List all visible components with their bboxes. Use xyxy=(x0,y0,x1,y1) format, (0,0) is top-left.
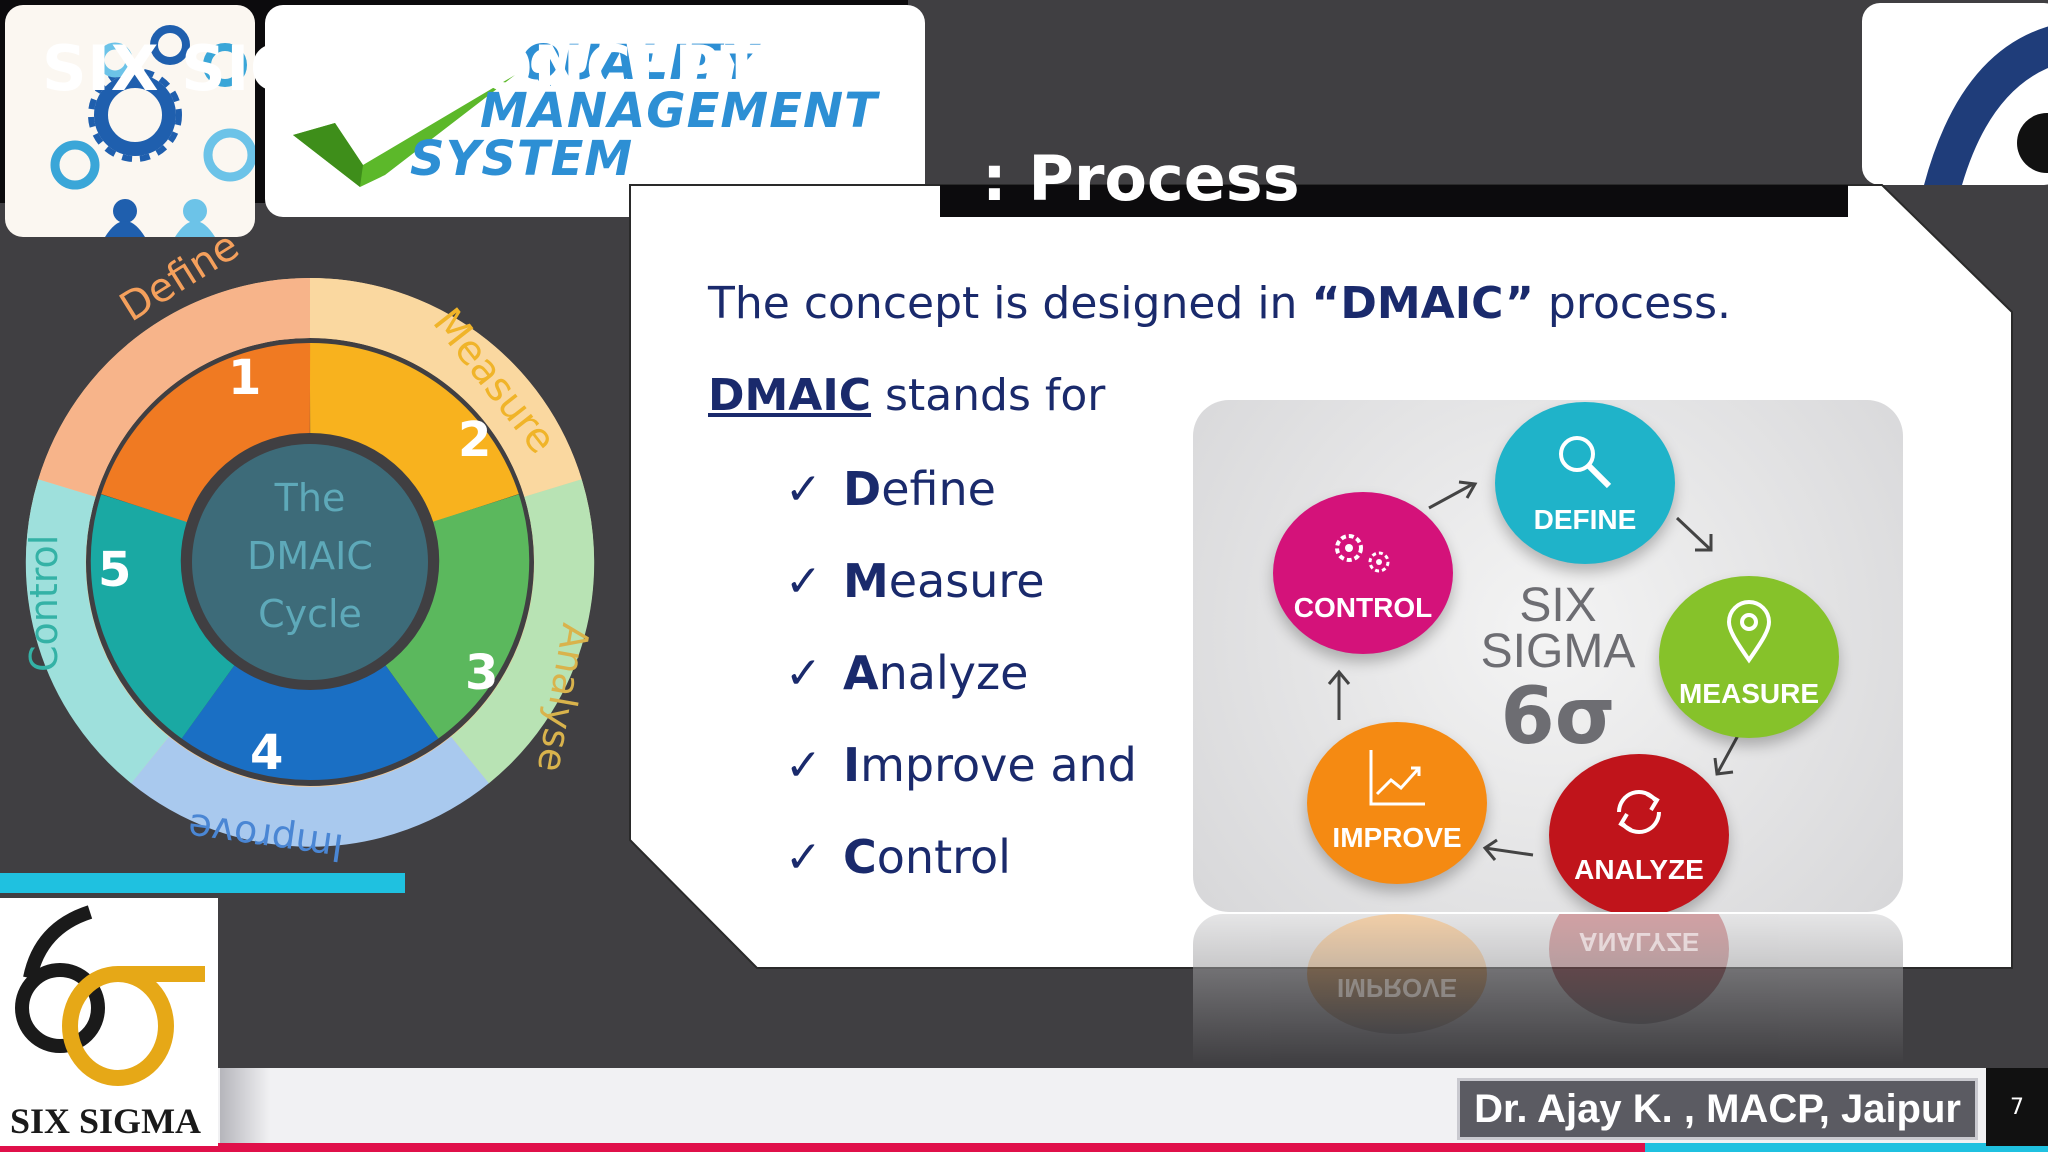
circle-measure: MEASURE xyxy=(1659,576,1839,738)
reflection-label-analyze: ANALYZE xyxy=(1578,927,1700,957)
growth-chart-icon xyxy=(1369,750,1425,806)
item-rest: nalyze xyxy=(878,646,1029,700)
circle-measure-label: MEASURE xyxy=(1678,678,1819,709)
item-initial: M xyxy=(843,554,889,608)
six-sigma-logo: SIX SIGMA xyxy=(0,898,218,1146)
check-icon: ✓ xyxy=(785,463,822,515)
gears-icon xyxy=(1335,534,1390,573)
intro-suffix: process. xyxy=(1533,278,1731,329)
item-rest: mprove and xyxy=(860,738,1137,792)
arc-logo-icon xyxy=(1924,26,2048,185)
qms-banner: QUALITY MANAGEMENT SYSTEM xyxy=(265,5,925,217)
footer-cyan-line xyxy=(1645,1143,2048,1152)
sigma-logo-icon xyxy=(15,905,205,1086)
wheel-center-line2: DMAIC xyxy=(247,534,373,578)
check-icon: ✓ xyxy=(785,555,822,607)
author-label: Dr. Ajay K. , MACP, Jaipur xyxy=(1457,1078,1978,1140)
gears-icon xyxy=(50,25,255,237)
wheel-step-3: 3 xyxy=(465,645,499,701)
list-item: ✓ Control xyxy=(785,830,1011,884)
graphic-center-symbol: 6σ xyxy=(1500,672,1616,762)
qms-line2: MANAGEMENT xyxy=(480,83,878,139)
circle-define-label: DEFINE xyxy=(1533,504,1637,535)
check-icon: ✓ xyxy=(785,647,822,699)
gears-image xyxy=(5,5,255,237)
footer-shadow xyxy=(220,1068,270,1146)
page-title: SIX SIGMA CONCEPTS xyxy=(42,32,809,105)
item-rest: easure xyxy=(888,554,1045,608)
dmaic-wheel xyxy=(25,278,595,847)
stands-rest: stands for xyxy=(871,370,1106,421)
reflection-label-improve: IMPROVE xyxy=(1337,973,1457,1003)
check-icon: ✓ xyxy=(785,831,822,883)
item-initial: I xyxy=(843,738,861,792)
intro-bold: “DMAIC” xyxy=(1311,278,1534,329)
wheel-center-line1: The xyxy=(274,476,346,520)
graphic-reflection: IMPROVE ANALYZE xyxy=(1193,914,1903,1064)
item-rest: efine xyxy=(881,462,996,516)
magnifier-icon xyxy=(1559,436,1612,489)
item-initial: D xyxy=(843,462,882,516)
checkmark-logo-icon xyxy=(293,75,515,187)
wheel-step-5: 5 xyxy=(98,542,132,598)
circle-improve-label: IMPROVE xyxy=(1332,822,1462,853)
circle-define: DEFINE xyxy=(1495,402,1675,564)
item-initial: A xyxy=(843,646,879,700)
wheel-center xyxy=(192,444,428,680)
wheel-step-4: 4 xyxy=(250,725,284,781)
wheel-step-2: 2 xyxy=(458,412,492,468)
intro-text: The concept is designed in “DMAIC” proce… xyxy=(708,278,1731,329)
partial-logo-image xyxy=(1862,3,2048,185)
item-rest: ontrol xyxy=(876,830,1011,884)
stands-bold: DMAIC xyxy=(708,370,872,421)
accent-bar xyxy=(0,873,405,893)
item-initial: C xyxy=(843,830,877,884)
circle-improve: IMPROVE xyxy=(1307,722,1487,884)
cycle-arrows xyxy=(1327,480,1743,861)
wheel-center-line3: Cycle xyxy=(258,592,362,636)
page-subtitle: : Process xyxy=(982,142,1300,215)
list-item: ✓ Improve and xyxy=(785,738,1137,792)
intro-prefix: The concept is designed in xyxy=(708,278,1312,329)
circle-analyze-label: ANALYZE xyxy=(1574,854,1704,885)
location-pin-icon xyxy=(1726,600,1772,664)
list-item: ✓ Define xyxy=(785,462,996,516)
logo-text: SIX SIGMA xyxy=(10,1101,202,1141)
wheel-label-control: Control xyxy=(22,534,66,672)
list-item: ✓ Measure xyxy=(785,554,1045,608)
list-item: ✓ Analyze xyxy=(785,646,1028,700)
circle-analyze: ANALYZE xyxy=(1549,754,1729,912)
stands-for-text: DMAIC stands for xyxy=(708,370,1105,421)
wheel-step-1: 1 xyxy=(228,350,262,406)
circle-control-label: CONTROL xyxy=(1293,592,1433,623)
circle-control: CONTROL xyxy=(1273,492,1453,654)
qms-line3: SYSTEM xyxy=(410,131,634,187)
graphic-center-sigma: SIGMA xyxy=(1480,625,1636,678)
refresh-icon xyxy=(1617,790,1661,834)
qms-line1: QUALITY xyxy=(520,35,758,91)
page-number: 7 xyxy=(1986,1068,2048,1146)
title-box-lower xyxy=(940,185,1848,217)
check-icon: ✓ xyxy=(785,739,822,791)
footer-red-line xyxy=(0,1143,1645,1152)
six-sigma-graphic: DEFINE MEASURE ANALYZE IMPROVE CONTROL S… xyxy=(1193,400,1903,912)
graphic-center-six: SIX xyxy=(1519,579,1597,632)
